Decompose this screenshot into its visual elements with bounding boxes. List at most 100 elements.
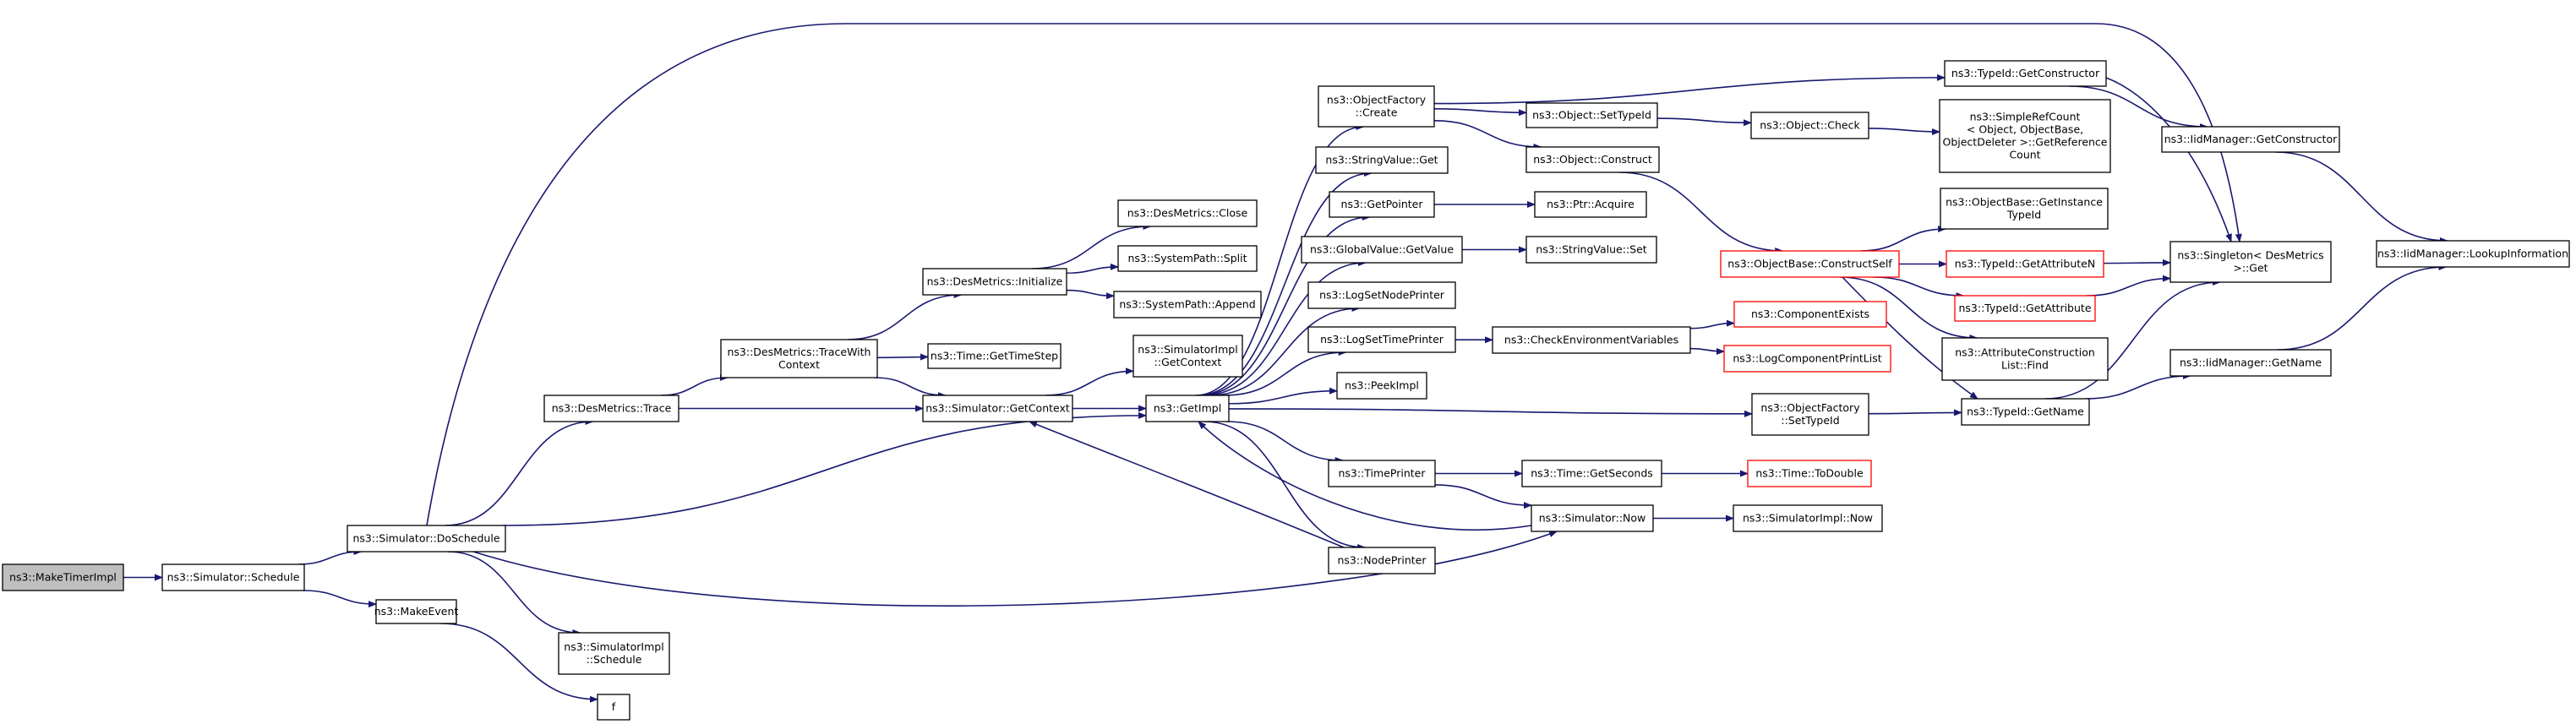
node-getimpl[interactable]: ns3::GetImpl — [1145, 395, 1230, 422]
node-logsettimeprinter[interactable]: ns3::LogSetTimePrinter — [1307, 326, 1456, 353]
edge-sim_schedule-to-sim_doschedule — [297, 548, 363, 565]
node-label: ns3::SystemPath::Split — [1127, 252, 1247, 264]
node-box — [1525, 102, 1658, 128]
node-iidmanager-getconstructor[interactable]: ns3::IidManager::GetConstructor — [2161, 126, 2340, 153]
node-iidmanager-lookupinformation[interactable]: ns3::IidManager::LookupInformation — [2376, 240, 2570, 268]
node-makeevent[interactable]: ns3::MakeEvent — [374, 599, 459, 624]
node-typeid-getattributen[interactable]: ns3::TypeId::GetAttributeN — [1946, 250, 2104, 278]
node-componentexists[interactable]: ns3::ComponentExists — [1733, 301, 1887, 328]
node-label: ns3::ObjectFactory — [1760, 401, 1860, 414]
node-box — [922, 395, 1073, 422]
edge-typeid_getattributen-to-singleton_get — [2103, 259, 2171, 266]
node-stringvalue-get[interactable]: ns3::StringValue::Get — [1315, 146, 1449, 174]
node-simplerefcount[interactable]: ns3::SimpleRefCount< Object, ObjectBase,… — [1939, 99, 2111, 173]
node-label: ns3::Time::ToDouble — [1755, 467, 1864, 480]
node-label: ns3::Singleton< DesMetrics — [2177, 249, 2323, 262]
node-label: ns3::SimulatorImpl — [1138, 343, 1237, 356]
node-logcomponentprintlist[interactable]: ns3::LogComponentPrintList — [1723, 345, 1891, 373]
node-nodeprinter[interactable]: ns3::NodePrinter — [1328, 547, 1436, 574]
node-box — [1117, 245, 1258, 272]
node-typeid-getname[interactable]: ns3::TypeId::GetName — [1961, 398, 2090, 426]
node-peekimpl[interactable]: ns3::PeekImpl — [1336, 372, 1427, 400]
node-desmetrics-trace[interactable]: ns3::DesMetrics::Trace — [543, 395, 679, 422]
node-box — [2161, 126, 2340, 153]
node-singleton-get[interactable]: ns3::Singleton< DesMetrics >::Get — [2169, 241, 2332, 283]
edge-sim_doschedule-to-sim_now — [472, 531, 1558, 607]
edge-nodeprinter-to-sim_getcontext — [1029, 421, 1345, 548]
node-desmetrics-init[interactable]: ns3::DesMetrics::Initialize — [922, 268, 1067, 296]
node-timeprinter[interactable]: ns3::TimePrinter — [1328, 460, 1436, 487]
node-object-check[interactable]: ns3::Object::Check — [1750, 112, 1869, 139]
node-label: ns3::MakeEvent — [374, 605, 459, 618]
node-label: ns3::Time::GetSeconds — [1531, 467, 1653, 480]
node-systempath-split[interactable]: ns3::SystemPath::Split — [1117, 245, 1258, 272]
edge-object_check-to-simplerefcount — [1868, 128, 1940, 136]
node-box — [2169, 241, 2332, 283]
node-objfactory-create[interactable]: ns3::ObjectFactory::Create — [1318, 85, 1435, 128]
edge-getimpl-to-logsettimeprinter — [1224, 349, 1347, 396]
node-box — [1301, 236, 1463, 264]
node-sim-schedule[interactable]: ns3::Simulator::Schedule — [161, 563, 305, 591]
node-stringvalue-set[interactable]: ns3::StringValue::Set — [1525, 236, 1657, 264]
node-typeid-getattribute[interactable]: ns3::TypeId::GetAttribute — [1954, 295, 2096, 322]
node-sim-now[interactable]: ns3::Simulator::Now — [1531, 504, 1654, 532]
node-label: ns3::AttributeConstruction — [1955, 346, 2095, 359]
node-box — [1328, 460, 1436, 487]
edge-desmetrics_init-to-systempath_split — [1066, 263, 1119, 275]
node-sim-getcontext[interactable]: ns3::Simulator::GetContext — [922, 395, 1073, 422]
node-time-todouble[interactable]: ns3::Time::ToDouble — [1747, 460, 1872, 487]
edge-objfactory_create-to-typeid_getconstructor — [1433, 73, 1946, 105]
edge-layer — [123, 23, 2448, 703]
node-label: ns3::DesMetrics::Initialize — [927, 275, 1063, 288]
node-time-gettimestep[interactable]: ns3::Time::GetTimeStep — [927, 343, 1062, 369]
node-box — [1145, 395, 1230, 422]
node-label: ns3::GetImpl — [1154, 402, 1221, 415]
node-systempath-append[interactable]: ns3::SystemPath::Append — [1113, 291, 1262, 318]
node-label: ns3::DesMetrics::TraceWith — [728, 346, 871, 358]
edge-desmetrics_init-to-systempath_append — [1066, 289, 1115, 300]
node-label: ns3::DesMetrics::Close — [1127, 207, 1248, 220]
node-desmetrics-close[interactable]: ns3::DesMetrics::Close — [1117, 199, 1258, 227]
node-time-getseconds[interactable]: ns3::Time::GetSeconds — [1521, 460, 1662, 487]
node-label: ns3::TimePrinter — [1339, 467, 1427, 480]
edge-tracewithcontext-to-desmetrics_init — [847, 291, 963, 340]
node-label: ns3::DesMetrics::Trace — [552, 402, 672, 415]
node-simimpl-schedule[interactable]: ns3::SimulatorImpl::Schedule — [558, 632, 670, 675]
edge-checkenvvars-to-logcomponentprintlist — [1689, 347, 1725, 356]
node-getpointer[interactable]: ns3::GetPointer — [1329, 191, 1435, 218]
node-objectbase-constructself[interactable]: ns3::ObjectBase::ConstructSelf — [1720, 250, 1900, 278]
node-checkenvvars[interactable]: ns3::CheckEnvironmentVariables — [1492, 326, 1691, 354]
node-box — [1939, 99, 2111, 173]
node-typeid-getconstructor[interactable]: ns3::TypeId::GetConstructor — [1944, 60, 2107, 87]
node-object-settypeid[interactable]: ns3::Object::SetTypeId — [1525, 102, 1658, 128]
edge-tracewithcontext-to-time_gettimestep — [876, 353, 929, 361]
node-simimpl-getcontext[interactable]: ns3::SimulatorImpl::GetContext — [1132, 335, 1243, 378]
edge-checkenvvars-to-componentexists — [1689, 319, 1735, 329]
node-box — [1733, 301, 1887, 328]
node-f[interactable]: f — [597, 694, 630, 721]
edge-typeid_getconstructor-to-iidmanager_getconstructor — [2068, 85, 2208, 130]
node-maketimerimpl[interactable]: ns3::MakeTimerImpl — [2, 563, 124, 591]
edge-sim_doschedule-to-singleton_get — [426, 23, 2242, 526]
edge-object_construct-to-objectbase_constructself — [1618, 171, 1784, 254]
node-sim-doschedule[interactable]: ns3::Simulator::DoSchedule — [347, 525, 506, 553]
node-simimpl-now[interactable]: ns3::SimulatorImpl::Now — [1733, 504, 1883, 532]
node-objfactory-settypeid[interactable]: ns3::ObjectFactory::SetTypeId — [1751, 393, 1869, 436]
node-ptr-acquire[interactable]: ns3::Ptr::Acquire — [1534, 191, 1647, 218]
node-box — [1723, 345, 1891, 373]
edge-desmetrics_init-to-desmetrics_close — [1031, 223, 1152, 269]
edge-iidmanager_getconstructor-to-iidmanager_lookupinformation — [2275, 151, 2448, 244]
edge-sim_doschedule-to-desmetrics_trace — [445, 418, 594, 526]
node-label: ns3::ComponentExists — [1751, 308, 1869, 320]
node-object-construct[interactable]: ns3::Object::Construct — [1525, 146, 1660, 173]
node-box — [927, 343, 1062, 369]
node-globalvalue-getvalue[interactable]: ns3::GlobalValue::GetValue — [1301, 236, 1463, 264]
node-iidmanager-getname[interactable]: ns3::IidManager::GetName — [2169, 349, 2332, 377]
node-box — [1733, 504, 1883, 532]
node-box — [1315, 146, 1449, 174]
node-logsetnodeprinter[interactable]: ns3::LogSetNodePrinter — [1307, 281, 1456, 309]
node-label: ns3::IidManager::GetConstructor — [2164, 133, 2338, 145]
